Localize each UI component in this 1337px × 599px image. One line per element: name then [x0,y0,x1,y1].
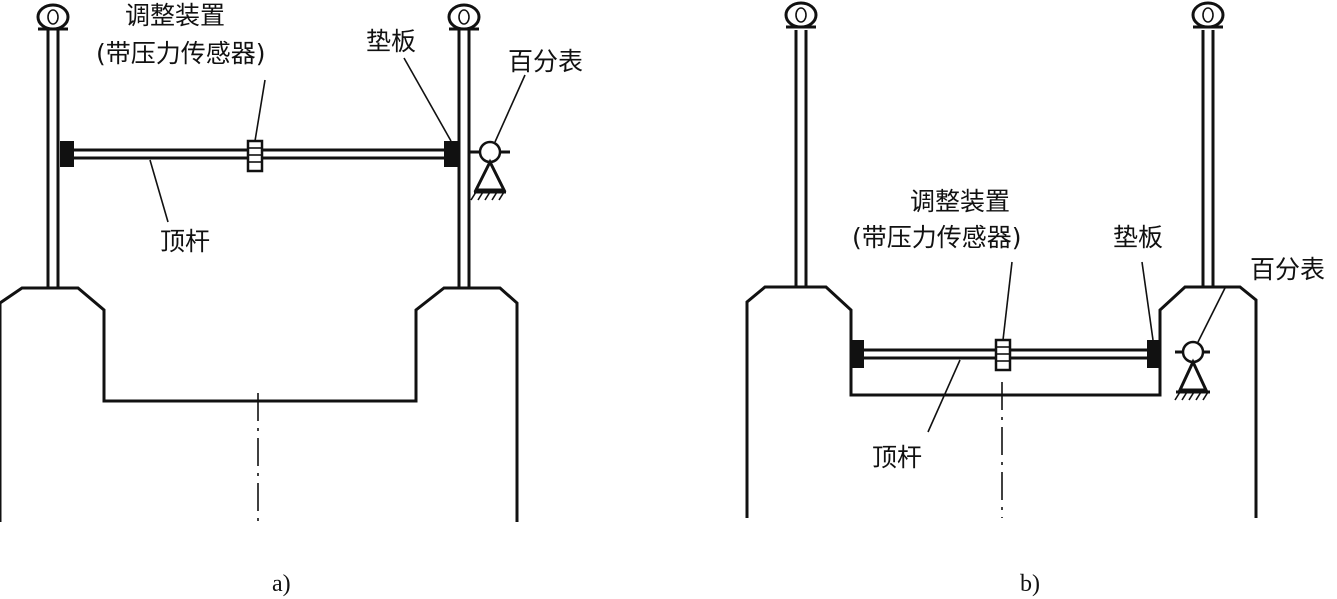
label-adjuster-line1-a: 调整装置 [125,1,225,30]
right-hanger-a [447,3,481,288]
label-adjuster-line1-b: 调整装置 [910,187,1010,216]
strut-a [60,139,458,173]
leader-adjuster-a [254,79,266,142]
label-dial-gauge-b: 百分表 [1250,255,1325,284]
label-shim-a: 垫板 [366,27,416,56]
label-adjuster-line2-a: (带压力传感器) [96,39,266,68]
leader-shim-a [403,57,452,142]
caption-b: b) [1020,571,1040,597]
label-dial-gauge-a: 百分表 [508,47,583,76]
caption-a: a) [272,571,291,597]
mould-body-b [745,285,1258,518]
left-hanger-b [784,1,818,287]
leader-gauge-a [494,74,526,143]
leader-strut-a [149,159,169,223]
label-strut-a: 顶杆 [160,227,210,256]
strut-b [852,338,1159,372]
dial-gauge-b [1174,340,1210,401]
leader-gauge-b [1197,285,1227,343]
label-shim-b: 垫板 [1113,223,1163,252]
leader-strut-b [927,359,961,433]
diagram-a: 调整装置 (带压力传感器) 垫板 百分表 顶杆 a) [0,1,583,597]
adjuster-b [994,338,1012,372]
adjuster-a [246,139,264,173]
leader-shim-b [1141,261,1154,341]
right-hanger-b [1191,1,1225,287]
label-adjuster-line2-b: (带压力传感器) [852,223,1022,252]
dial-gauge-a [470,140,510,201]
diagram-b: 调整装置 (带压力传感器) 垫板 百分表 顶杆 b) [745,1,1325,597]
mould-body-a [0,286,519,522]
left-hanger-a [36,3,70,288]
label-strut-b: 顶杆 [872,443,922,472]
leader-adjuster-b [1002,261,1013,341]
